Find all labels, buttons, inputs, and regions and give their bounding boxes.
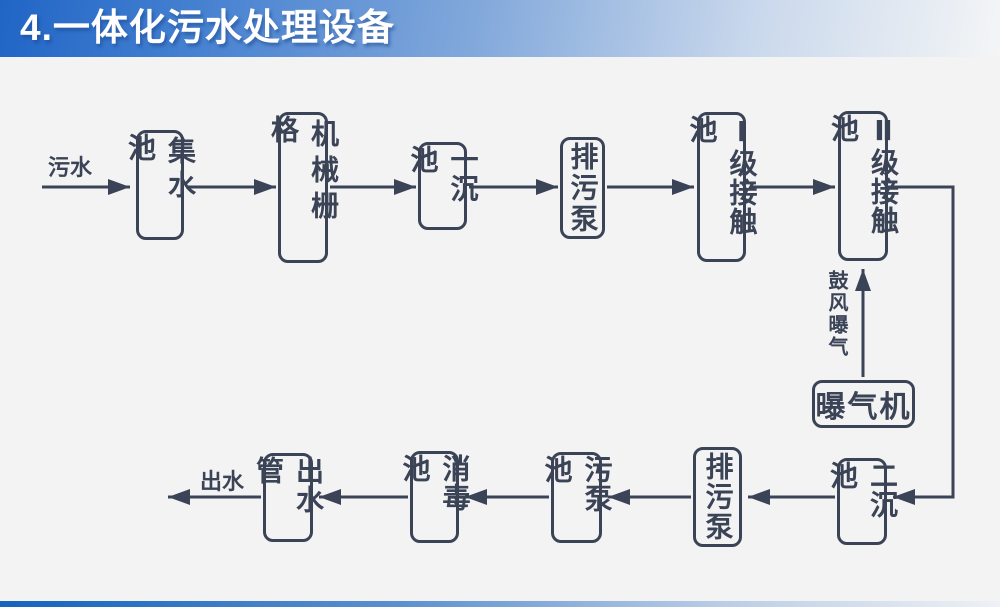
node-disinfection-tank: 消毒池 bbox=[400, 451, 471, 543]
node-sewage-pump-lower: 排污泵 bbox=[693, 447, 742, 547]
node-stage2-contact-tank: Ⅱ级接触池 bbox=[828, 111, 899, 261]
node-outlet-pipe: 出水管 bbox=[253, 453, 324, 542]
node-collection-tank: 集水池 bbox=[125, 130, 196, 240]
slide-title: 4.一体化污水处理设备 bbox=[20, 7, 395, 48]
flow-arrows bbox=[42, 179, 955, 505]
outflow-label: 出水 bbox=[200, 469, 245, 494]
aeration-label: 鼓风曝气 bbox=[825, 270, 847, 358]
node-mechanical-screen: 机械栅格 bbox=[268, 112, 339, 263]
node-aerator: 曝气机 bbox=[812, 380, 915, 428]
node-primary-sedimentation-tank: 一沉池 bbox=[408, 142, 479, 230]
connector-contact2-to-secondary bbox=[888, 185, 955, 505]
slide-header: 4.一体化污水处理设备 bbox=[0, 0, 1000, 57]
node-secondary-sedimentation-tank: 二沉池 bbox=[827, 458, 898, 545]
slide-footer-bar bbox=[0, 601, 1000, 607]
process-flow-diagram: 污水 出水 鼓风曝气 集水池 机械栅格 一沉池 排污泵 Ⅰ级接触池 Ⅱ级接触池 … bbox=[0, 57, 1000, 601]
node-stage1-contact-tank: Ⅰ级接触池 bbox=[687, 112, 758, 262]
inflow-label: 污水 bbox=[48, 155, 93, 180]
node-sludge-pump-tank: 污泵池 bbox=[542, 452, 613, 543]
node-sewage-pump-upper: 排污泵 bbox=[560, 137, 605, 239]
